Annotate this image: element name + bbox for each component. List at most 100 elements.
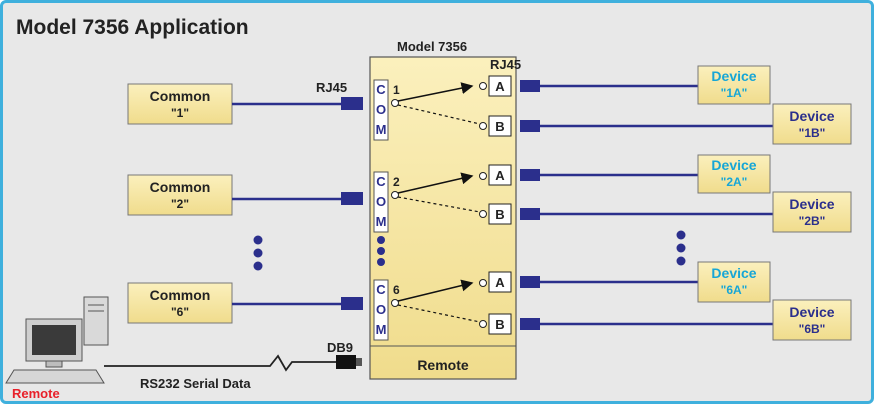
db9-plug [336,355,356,369]
com-letter: O [376,302,386,317]
rj45-right-label: RJ45 [490,57,521,72]
pc-keyboard [5,369,105,384]
switch-label: Model 7356 [397,39,467,54]
contact-a-6 [479,279,487,287]
device-6a-title: Device [711,265,756,281]
device-1a-box [697,65,771,105]
contact-b-1 [479,122,487,130]
common-6-box [127,282,233,324]
device-1b-box [772,103,852,145]
contact-a-1 [479,82,487,90]
contact-a-2 [479,172,487,180]
device-1a-title: Device [711,68,756,84]
com-letter: M [376,214,387,229]
common-6-number: "6" [171,305,189,319]
device-2b-title: Device [789,196,834,212]
com-port-2 [373,171,389,233]
device-6b-id: "6B" [799,322,826,336]
device-1b-title: Device [789,108,834,124]
diagram-title: Model 7356 Application [16,16,249,39]
com-letter: O [376,102,386,117]
pc-tower [83,296,109,346]
channel-number-2: 2 [393,175,400,189]
db9-plug-tip [356,358,362,366]
channel-number-6: 6 [393,283,400,297]
pc-icon [5,296,109,384]
port-b-label: B [495,317,504,332]
ellipsis-switch [377,236,385,266]
device-2b-box [772,191,852,233]
channel-2: Common "2" C O M 2 A B Device "2A" Devic… [127,154,852,233]
rj45-plug-out-1b [520,120,540,132]
pc-screen [32,325,76,355]
com-letter: C [376,282,386,297]
com-letter: M [376,122,387,137]
switch-pivot-1 [391,99,399,107]
switch-pivot-6 [391,299,399,307]
rj45-plug-in-2 [341,192,363,205]
ellipsis-devices [676,230,686,266]
port-b-6 [488,313,512,335]
rj45-plug-in-6 [341,297,363,310]
device-1a-id: "1A" [721,86,748,100]
device-2b-id: "2B" [799,214,826,228]
ellipsis-common [253,235,263,271]
device-1b-id: "1B" [799,126,826,140]
contact-b-6 [479,320,487,328]
port-b-label: B [495,119,504,134]
channel-6: Common "6" C O M 6 A B Device "6A" Devic… [127,261,852,341]
port-b-2 [488,203,512,225]
com-letter: C [376,82,386,97]
device-6a-box [697,261,771,303]
common-6-title: Common [150,287,211,303]
switch-arm-1 [397,82,474,102]
rs232-cable [104,354,340,372]
device-6b-box [772,299,852,341]
device-2a-title: Device [711,157,756,173]
common-2-number: "2" [171,197,189,211]
rj45-plug-out-2a [520,169,540,181]
device-6b-title: Device [789,304,834,320]
rs232-label: RS232 Serial Data [140,376,251,391]
switch-pivot-2 [391,191,399,199]
channel-number-1: 1 [393,83,400,97]
pc-remote-label: Remote [12,386,60,401]
port-a-label: A [495,275,505,290]
switch-arm-2 [397,172,474,194]
common-1-box [127,83,233,125]
port-b-1 [488,115,512,137]
com-letter: O [376,194,386,209]
com-port-1 [373,79,389,141]
switch-alt-6 [397,304,481,323]
common-1-number: "1" [171,106,189,120]
device-2a-id: "2A" [721,175,748,189]
rj45-plug-out-2b [520,208,540,220]
com-letter: C [376,174,386,189]
db9-label: DB9 [327,340,353,355]
port-a-6 [488,271,512,293]
remote-section-label: Remote [417,357,469,373]
common-2-title: Common [150,179,211,195]
switch-alt-1 [397,104,481,125]
com-letter: M [376,322,387,337]
device-6a-id: "6A" [721,283,748,297]
switch-alt-2 [397,196,481,213]
contact-b-2 [479,210,487,218]
port-a-label: A [495,79,505,94]
rj45-plug-in-1 [341,97,363,110]
common-2-box [127,174,233,216]
switch-arm-6 [397,279,474,302]
rj45-plug-out-1a [520,80,540,92]
device-2a-box [697,154,771,194]
common-1-title: Common [150,88,211,104]
com-port-6 [373,279,389,341]
rj45-plug-out-6b [520,318,540,330]
port-a-2 [488,164,512,186]
port-b-label: B [495,207,504,222]
rj45-plug-out-6a [520,276,540,288]
port-a-1 [488,75,512,97]
port-a-label: A [495,168,505,183]
channel-1: Common "1" C O M 1 A B Device "1A" Devic… [127,65,852,145]
rj45-left-label: RJ45 [316,80,347,95]
